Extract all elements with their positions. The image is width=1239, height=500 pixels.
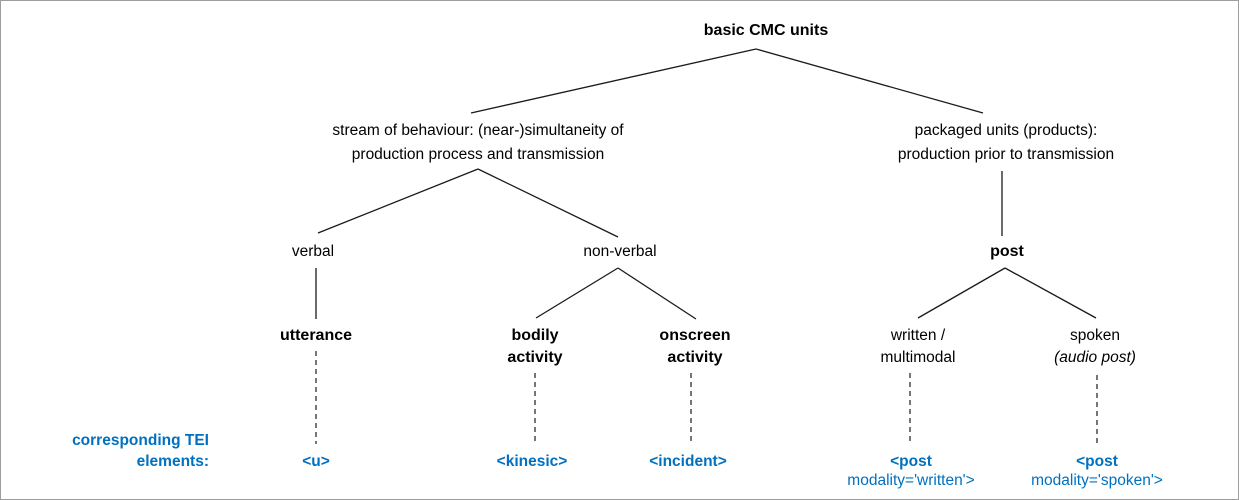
node-non-verbal: non-verbal bbox=[583, 243, 657, 260]
node-post: post bbox=[990, 243, 1024, 260]
tei-element-post-spoken: <post modality='spoken'> bbox=[1031, 452, 1163, 490]
tei-element-kinesic: <kinesic> bbox=[496, 453, 568, 470]
connector-root-stream bbox=[470, 48, 757, 114]
node-utterance: utterance bbox=[279, 327, 353, 344]
packaged-line-2: production prior to transmission bbox=[897, 146, 1115, 163]
connector-root-packaged bbox=[755, 48, 984, 114]
node-spoken-audio-post: spoken (audio post) bbox=[1054, 325, 1136, 369]
post-written-line-2: modality='written'> bbox=[847, 472, 975, 489]
stream-line-1: stream of behaviour: (near-)simultaneity… bbox=[332, 122, 624, 139]
tei-element-incident: <incident> bbox=[649, 453, 727, 470]
connector-post-written bbox=[917, 267, 1006, 319]
connector-stream-nonverbal bbox=[477, 168, 619, 238]
onscreen-line-1: onscreen bbox=[659, 327, 731, 344]
onscreen-line-2: activity bbox=[667, 349, 723, 366]
node-written-multimodal: written / multimodal bbox=[881, 325, 956, 369]
tei-label-line-1: corresponding TEI bbox=[72, 432, 209, 449]
node-basic-cmc-units: basic CMC units bbox=[703, 22, 829, 39]
packaged-line-1: packaged units (products): bbox=[914, 122, 1098, 139]
connector-nonverbal-onscreen bbox=[617, 267, 697, 320]
node-onscreen-activity: onscreen activity bbox=[659, 325, 730, 369]
node-bodily-activity: bodily activity bbox=[507, 325, 562, 369]
tei-label-line-2: elements: bbox=[136, 453, 209, 470]
spoken-line-1: spoken bbox=[1070, 327, 1120, 344]
written-line-1: written / bbox=[890, 327, 946, 344]
bodily-line-2: activity bbox=[507, 349, 563, 366]
node-stream-of-behaviour: stream of behaviour: (near-)simultaneity… bbox=[332, 119, 623, 167]
node-verbal: verbal bbox=[291, 243, 335, 260]
written-line-2: multimodal bbox=[880, 349, 956, 366]
bodily-line-1: bodily bbox=[511, 327, 559, 344]
tei-row-label: corresponding TEI elements: bbox=[21, 430, 209, 472]
tei-element-post-written: <post modality='written'> bbox=[847, 452, 974, 490]
post-written-line-1: <post bbox=[890, 453, 932, 470]
connector-stream-verbal bbox=[317, 168, 479, 234]
connector-nonverbal-bodily bbox=[535, 267, 619, 319]
post-spoken-line-1: <post bbox=[1076, 453, 1118, 470]
node-packaged-units: packaged units (products): production pr… bbox=[898, 119, 1114, 167]
connector-post-spoken bbox=[1004, 267, 1097, 319]
post-spoken-line-2: modality='spoken'> bbox=[1031, 472, 1163, 489]
spoken-line-2: (audio post) bbox=[1054, 349, 1136, 366]
tei-element-u: <u> bbox=[302, 453, 330, 470]
stream-line-2: production process and transmission bbox=[351, 146, 605, 163]
